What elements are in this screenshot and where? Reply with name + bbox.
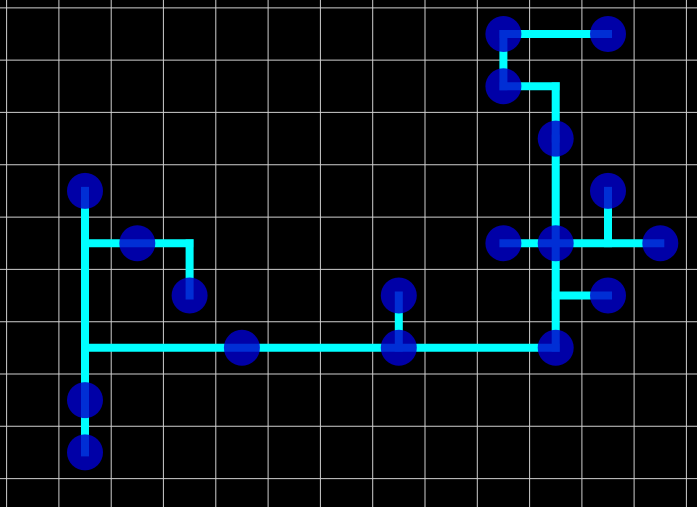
network-node[interactable] xyxy=(642,225,679,262)
network-node[interactable] xyxy=(223,329,260,366)
network-node[interactable] xyxy=(380,277,417,314)
network-node[interactable] xyxy=(485,16,522,52)
network-node[interactable] xyxy=(590,277,626,314)
node-layer xyxy=(67,16,679,471)
network-node[interactable] xyxy=(485,68,522,105)
network-node[interactable] xyxy=(590,16,626,52)
network-node[interactable] xyxy=(380,329,417,366)
network-node[interactable] xyxy=(537,329,574,366)
network-node[interactable] xyxy=(590,172,626,209)
network-node[interactable] xyxy=(171,277,208,314)
network-node[interactable] xyxy=(485,225,522,262)
network-node[interactable] xyxy=(67,434,103,471)
network-node[interactable] xyxy=(537,120,574,157)
network-node[interactable] xyxy=(67,172,103,209)
network-node[interactable] xyxy=(67,382,103,419)
network-node[interactable] xyxy=(119,225,156,262)
network-node[interactable] xyxy=(537,225,574,262)
